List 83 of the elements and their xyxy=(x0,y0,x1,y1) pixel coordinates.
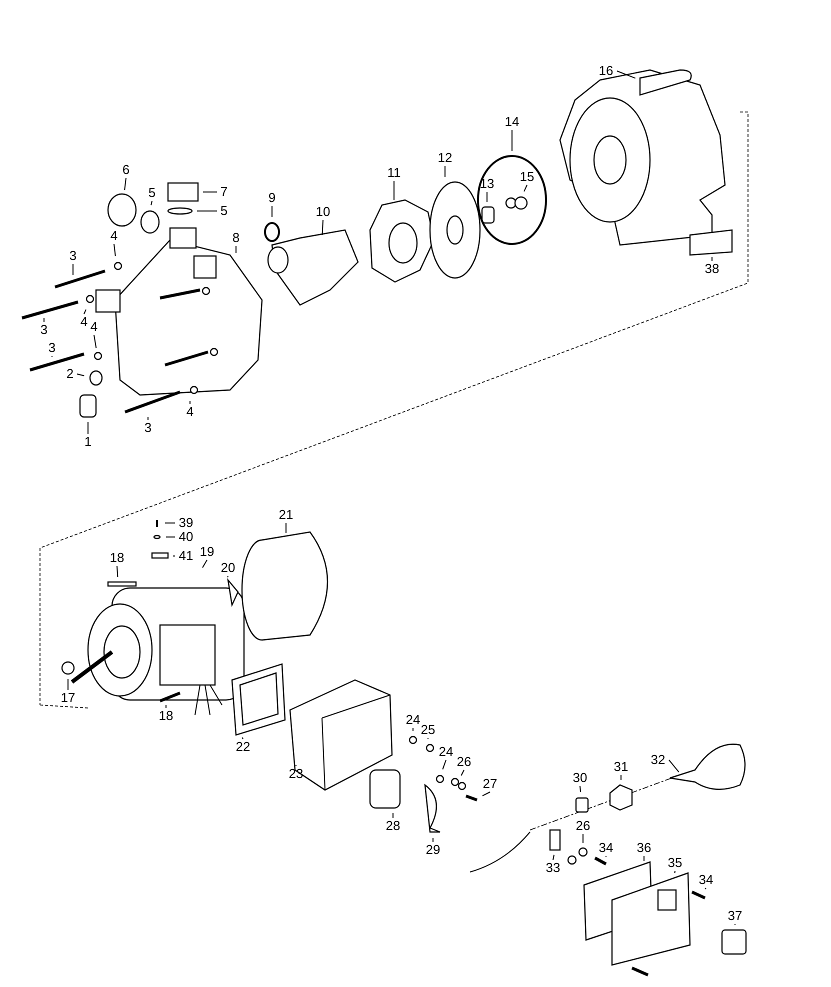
callout-number: 34 xyxy=(698,873,714,887)
callout-number: 4 xyxy=(90,320,98,334)
callout-number: 4 xyxy=(186,405,194,419)
callout-number: 33 xyxy=(546,861,560,875)
callout-number: 6 xyxy=(122,163,130,177)
leader-line xyxy=(524,184,528,192)
leader-line xyxy=(442,760,446,770)
callout-number: 12 xyxy=(438,151,452,165)
callout-number: 3 xyxy=(144,421,152,435)
leader-line xyxy=(114,244,116,257)
callout-number: 21 xyxy=(278,508,294,522)
callout-number: 3 xyxy=(40,323,48,337)
leader-line xyxy=(482,792,490,796)
callout-number: 29 xyxy=(426,843,440,857)
leader-line xyxy=(322,220,324,236)
callout-number: 2 xyxy=(66,367,74,381)
callout-number: 20 xyxy=(220,561,236,575)
leader-line xyxy=(674,870,676,874)
callout-number: 18 xyxy=(110,551,124,565)
callout-number: 36 xyxy=(636,841,652,855)
callout-number: 5 xyxy=(220,204,228,218)
callout-number: 3 xyxy=(69,249,77,263)
callout-number: 40 xyxy=(178,530,194,544)
callout-number: 24 xyxy=(438,745,454,759)
leader-line xyxy=(94,334,97,349)
leader-line xyxy=(124,178,126,191)
leader-line xyxy=(166,536,176,538)
leader-line xyxy=(580,786,582,793)
callout-number: 14 xyxy=(504,115,520,129)
leader-line xyxy=(460,770,464,776)
leader-line xyxy=(116,566,118,578)
callout-number: 28 xyxy=(386,819,400,833)
leader-line xyxy=(552,854,555,860)
callout-number: 4 xyxy=(110,229,118,243)
leader-line xyxy=(432,838,434,842)
callout-number: 35 xyxy=(668,856,682,870)
leader-line xyxy=(72,264,74,276)
leader-line xyxy=(616,70,636,79)
callout-number: 7 xyxy=(220,185,228,199)
callout-number: 41 xyxy=(178,549,194,563)
callout-number: 30 xyxy=(572,771,588,785)
callout-number: 26 xyxy=(576,819,590,833)
callout-number: 39 xyxy=(178,516,194,530)
callout-number: 38 xyxy=(704,262,720,276)
leader-line xyxy=(202,560,208,568)
callout-number: 18 xyxy=(158,709,174,723)
callout-number: 31 xyxy=(614,760,628,774)
leader-line xyxy=(76,374,85,376)
leader-line xyxy=(486,192,488,202)
callout-number: 27 xyxy=(482,777,498,791)
leader-line xyxy=(196,210,218,212)
callout-number: 4 xyxy=(80,315,88,329)
callout-number: 34 xyxy=(598,841,614,855)
callout-number: 17 xyxy=(60,691,76,705)
callout-number: 1 xyxy=(84,435,92,449)
callout-number: 25 xyxy=(420,723,436,737)
callout-number: 15 xyxy=(520,170,534,184)
leader-line xyxy=(412,728,414,732)
leader-line xyxy=(242,736,244,740)
callout-number: 16 xyxy=(598,64,614,78)
leader-line xyxy=(392,812,394,818)
callout-number: 24 xyxy=(406,713,420,727)
callout-number: 37 xyxy=(728,909,742,923)
callout-number: 10 xyxy=(316,205,330,219)
leader-line xyxy=(150,200,152,206)
leader-line xyxy=(444,166,446,178)
callout-number: 26 xyxy=(456,755,472,769)
leader-line xyxy=(164,522,176,524)
leader-line xyxy=(704,888,706,890)
leader-line xyxy=(668,760,680,773)
callout-number: 3 xyxy=(48,341,56,355)
callout-number: 19 xyxy=(200,545,214,559)
callout-number: 22 xyxy=(236,740,250,754)
callout-number: 32 xyxy=(650,753,666,767)
leader-line xyxy=(620,774,622,780)
leader-line xyxy=(84,309,86,314)
callout-number: 13 xyxy=(480,177,494,191)
callout-number: 5 xyxy=(148,186,156,200)
callout-number: 11 xyxy=(387,166,401,180)
callout-number: 8 xyxy=(232,231,240,245)
leader-line xyxy=(582,834,584,844)
callout-number: 9 xyxy=(268,191,276,205)
leader-line xyxy=(227,576,228,578)
